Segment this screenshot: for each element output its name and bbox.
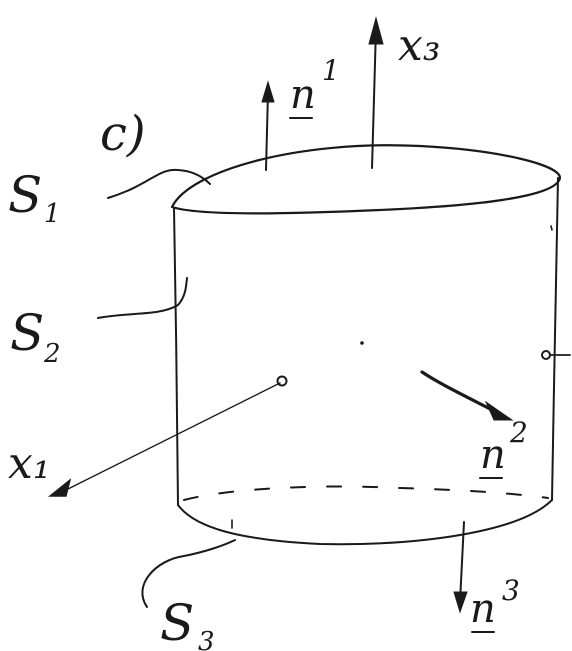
s2-index: 2 [43,339,61,369]
cylinder-top-ellipse [170,144,562,215]
n1-index: 1 [322,54,340,87]
n3-arrowhead [453,591,468,614]
s3-letter: S [160,594,194,651]
s2-label: S 2 [10,304,61,369]
side-point [541,350,551,360]
n2-index: 2 [509,416,528,449]
x1-axis-arrowhead [48,478,72,497]
s1-leader-line [107,168,211,199]
cylinder-bottom-back-dashed [183,485,549,501]
cylinder-bottom-front-curve [177,499,553,546]
origin-point [276,375,288,387]
n1-letter: n [290,72,316,118]
n1-label: n 1 [289,54,340,119]
s1-letter: S [8,166,42,224]
s2-letter: S [10,304,44,362]
x3-axis-arrowhead [368,16,384,45]
panel-label: c) [100,106,146,162]
s2-leader-line [97,277,188,319]
center-dot [360,341,364,345]
s3-label: S 3 [160,594,215,651]
n1-arrowhead [261,80,275,103]
s1-label: S 1 [8,166,61,229]
n2-label: n 2 [479,416,528,479]
n2-arrowhead [484,400,514,421]
n1-arrow-line [265,91,269,171]
s1-index: 1 [44,199,61,229]
n3-label: n 3 [470,574,520,633]
cylinder-left-wall [173,207,179,506]
cylinder-right-wall [551,177,559,501]
x1-axis-line [61,382,281,493]
top-rim-tick [550,225,553,231]
x3-axis-line [371,27,377,169]
n3-letter: n [470,586,496,632]
x1-axis-label: x₁ [8,438,50,489]
s3-leader-line [141,539,236,608]
x3-axis-label: x₃ [398,20,440,71]
n3-arrow-line [459,521,465,603]
n2-letter: n [480,432,506,478]
s3-index: 3 [198,627,215,651]
n3-index: 3 [502,574,520,607]
